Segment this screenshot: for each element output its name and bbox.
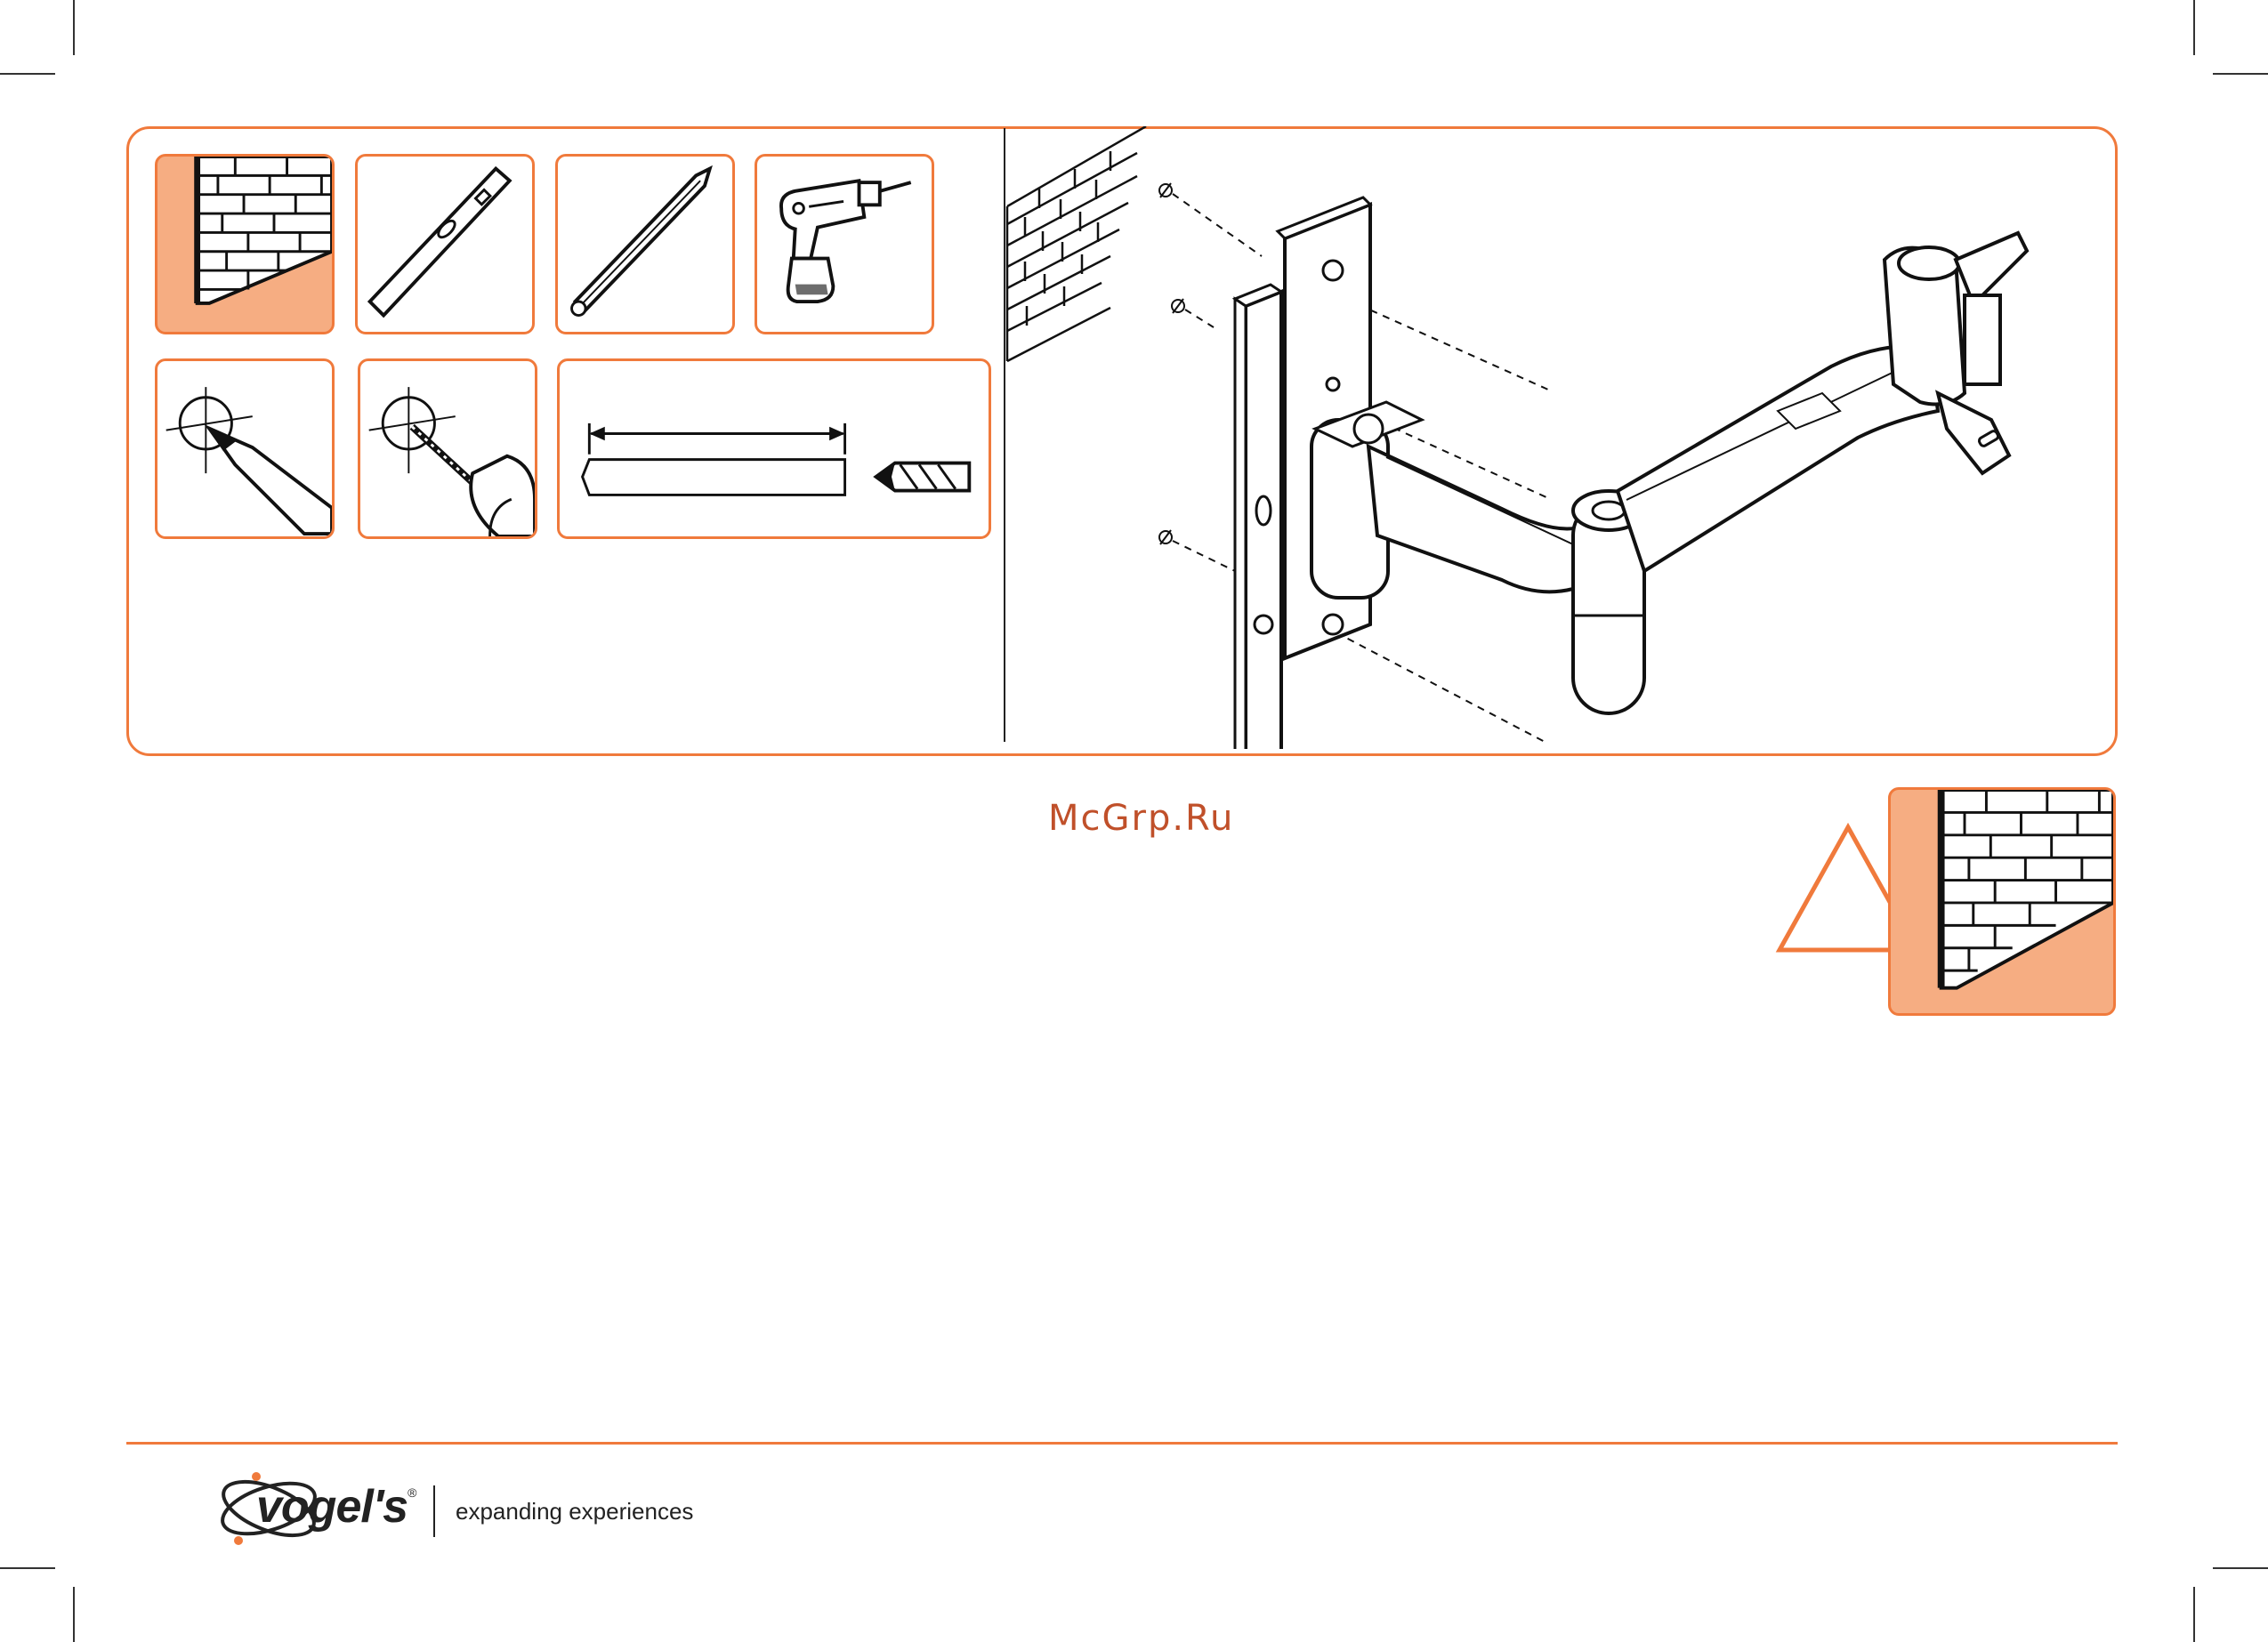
watermark: McGrp.Ru: [1048, 798, 1234, 839]
drill-hole-icon: [360, 361, 535, 536]
registered-mark: ®: [408, 1485, 416, 1500]
tile-drill-hole: [358, 358, 537, 539]
crop-mark: [2193, 0, 2195, 55]
crop-mark: [2213, 73, 2268, 75]
crop-mark: [2213, 1567, 2268, 1569]
footer-rule: [126, 1442, 2118, 1445]
drill-depth-icon: [560, 361, 989, 536]
mark-hole-icon: [157, 361, 332, 536]
tile-drill-depth: [557, 358, 991, 539]
crop-mark: [0, 1567, 55, 1569]
brick-wall-icon: [1891, 790, 2113, 1013]
brand-logo: vogel's®: [256, 1480, 416, 1533]
crop-mark: [73, 1587, 75, 1642]
spirit-level-icon: [358, 157, 532, 332]
power-drill-icon: [757, 157, 932, 332]
wall-mount-arm-illustration: [1004, 126, 2118, 749]
brand-tagline: expanding experiences: [456, 1498, 693, 1525]
logo-separator: [433, 1485, 435, 1537]
tile-pencil: [555, 154, 735, 334]
crop-mark: [2193, 1587, 2195, 1642]
tile-power-drill: [755, 154, 934, 334]
tile-warning-wall: [1888, 787, 2116, 1016]
tile-brick-wall: [155, 154, 335, 334]
brand-name: vogel's: [256, 1481, 408, 1533]
pencil-icon: [558, 157, 732, 332]
crop-mark: [0, 73, 55, 75]
brick-wall-icon: [157, 157, 332, 332]
tile-spirit-level: [355, 154, 535, 334]
tile-mark-hole: [155, 358, 335, 539]
crop-mark: [73, 0, 75, 55]
